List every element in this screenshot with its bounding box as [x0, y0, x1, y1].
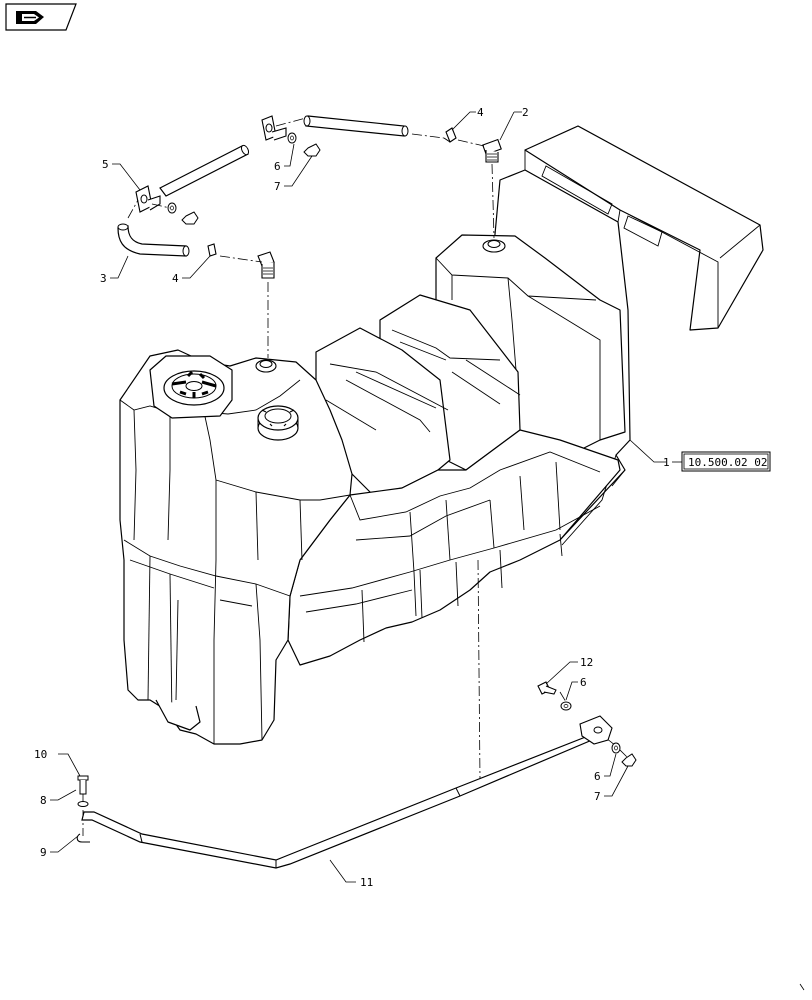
reference-number: 10.500.02 02	[688, 456, 767, 469]
elbow-fitting-2	[482, 138, 502, 163]
callout-7-upper: 7	[274, 180, 281, 193]
washer-8	[77, 801, 89, 807]
callout-8: 8	[40, 794, 47, 807]
bracket-5-left	[135, 185, 161, 213]
bolt-12	[537, 681, 557, 695]
vent-boss-left	[255, 359, 277, 373]
arrow-folder-icon	[16, 11, 44, 24]
tank-strap-11	[81, 715, 613, 869]
washer-6-strap-top	[560, 701, 572, 711]
hose-clamp-4-lower	[207, 243, 217, 257]
pin-10	[77, 775, 89, 795]
cotter-pin-9	[76, 833, 90, 843]
callout-4-lower: 4	[172, 272, 179, 285]
vent-hose-upper	[303, 115, 409, 137]
callout-6-upper: 6	[274, 160, 281, 173]
center-lines	[82, 117, 629, 836]
bent-hose-3	[117, 223, 190, 257]
callout-labels: 1 2 3 4 4 5 6 7 6 7 6 8 9 10 11 12	[34, 106, 670, 889]
callout-6-strap-right: 6	[594, 770, 601, 783]
vent-hose-left	[159, 144, 250, 197]
callout-11: 11	[360, 876, 373, 889]
callout-5: 5	[102, 158, 109, 171]
nut-7-strap	[621, 753, 637, 767]
nav-button[interactable]	[5, 3, 77, 31]
callout-12: 12	[580, 656, 593, 669]
nut-7-left	[181, 211, 199, 225]
callout-9: 9	[40, 846, 47, 859]
washer-6-left	[167, 202, 177, 214]
tank-cap	[257, 405, 299, 441]
callout-7-strap: 7	[594, 790, 601, 803]
corner-mark	[799, 983, 805, 991]
fuel-tank	[119, 125, 764, 745]
bracket-5-upper	[261, 115, 287, 141]
reference-link[interactable]: 10.500.02 02	[681, 451, 771, 472]
callout-6-strap-top: 6	[580, 676, 587, 689]
leader-lines	[50, 111, 682, 883]
washer-6-strap-right	[611, 742, 621, 754]
callout-2: 2	[522, 106, 529, 119]
washer-6-upper	[287, 132, 297, 144]
nut-7-upper	[303, 143, 321, 157]
callout-1: 1	[663, 456, 670, 469]
callout-10: 10	[34, 748, 47, 761]
vent-boss-right	[482, 239, 506, 253]
elbow-fitting-lower	[257, 251, 275, 279]
hose-clamp-4-upper	[443, 127, 457, 143]
callout-4-upper: 4	[477, 106, 484, 119]
filler-cap	[163, 370, 225, 406]
callout-3: 3	[100, 272, 107, 285]
